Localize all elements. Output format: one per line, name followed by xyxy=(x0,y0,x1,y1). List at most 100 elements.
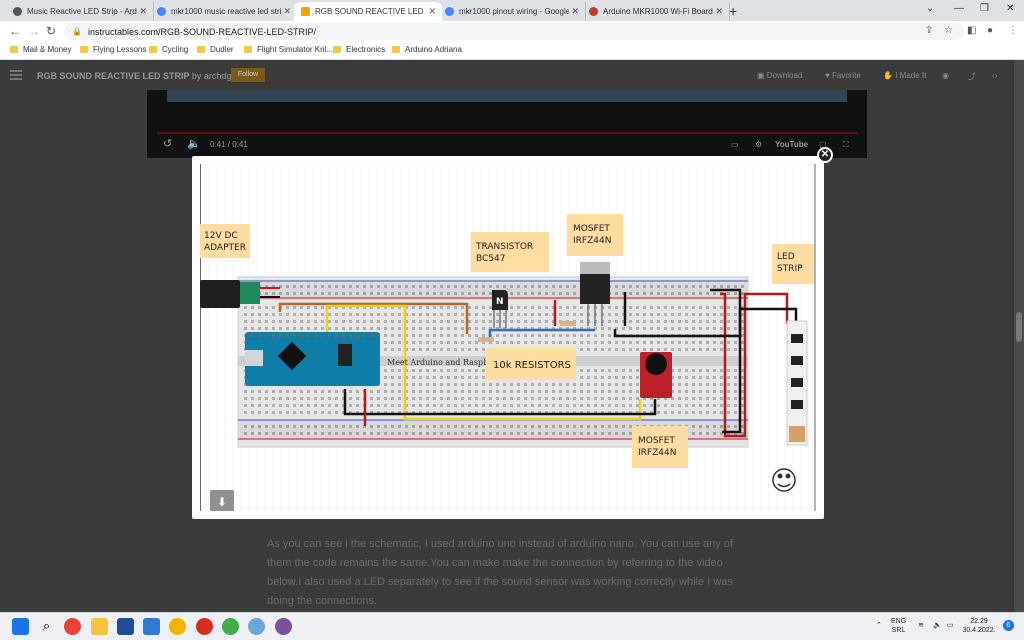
bookmark-label: Arduino Adriana xyxy=(405,45,462,54)
settings-icon[interactable]: ⚙ xyxy=(755,140,763,149)
address-bar[interactable]: 🔒 instructables.com/RGB-SOUND-REACTIVE-L… xyxy=(64,23,964,40)
download-button[interactable]: ▣ Download xyxy=(757,71,802,80)
bookmark-folder[interactable]: Flight Simulator Kril... xyxy=(244,45,333,54)
download-image-button[interactable]: ⬇ xyxy=(210,490,234,511)
site-logo xyxy=(772,468,796,492)
bookmark-label: Flight Simulator Kril... xyxy=(257,45,334,54)
youtube-logo[interactable]: YouTube xyxy=(775,140,809,149)
close-tab-icon[interactable]: ✕ xyxy=(571,6,579,16)
browser-tab[interactable]: Arduino MKR1000 Wi-Fi Board P ✕ xyxy=(582,2,730,21)
project-title: RGB SOUND REACTIVE LED STRIP by archdg14 xyxy=(37,71,241,81)
show-hidden-icons[interactable]: ⌃ xyxy=(876,622,882,629)
i-made-it-button[interactable]: ✋ I Made It xyxy=(883,71,926,80)
hand-icon: ✋ xyxy=(883,71,893,80)
minimize-icon[interactable]: — xyxy=(954,3,964,14)
bookmark-folder[interactable]: Cycling xyxy=(149,45,188,54)
page-scrollbar[interactable] xyxy=(1014,60,1024,612)
fullscreen-icon[interactable]: ⛶ xyxy=(843,140,849,149)
close-tab-icon[interactable]: ✕ xyxy=(283,6,291,16)
wiring-diagram: Meet Arduino and Raspberry Pi N xyxy=(200,164,816,511)
download-icon: ⬇ xyxy=(216,495,228,509)
clock-time: 22:29 xyxy=(970,618,988,625)
miniplayer-icon[interactable]: ▢ xyxy=(819,140,827,149)
mail-icon[interactable] xyxy=(143,618,160,635)
clock-date: 30.4.2022. xyxy=(962,627,996,634)
globe-icon[interactable] xyxy=(248,618,265,635)
scrollbar-thumb[interactable] xyxy=(1016,312,1022,342)
browser-tab[interactable]: Music Reactive LED Strip - Arduino ✕ xyxy=(6,2,154,21)
forward-icon[interactable]: → xyxy=(28,24,40,38)
search-icon[interactable]: ⌕ xyxy=(42,618,51,633)
follow-button[interactable]: Follow xyxy=(231,68,265,82)
volume-icon[interactable]: 🔈 xyxy=(187,138,201,150)
label-line: TRANSISTOR xyxy=(475,242,533,252)
bookmark-folder[interactable]: Mail & Money xyxy=(10,45,71,54)
label-mosfet-top: MOSFET IRFZ44N xyxy=(567,214,623,256)
menu-icon[interactable]: ⋮ xyxy=(1008,25,1018,36)
battery-icon[interactable]: ▭ xyxy=(947,622,954,629)
label-transistor: TRANSISTOR BC547 xyxy=(471,232,549,272)
bookmark-folder[interactable]: Arduino Adriana xyxy=(392,45,462,54)
chrome-icon[interactable] xyxy=(64,618,81,635)
article-paragraph: As you can see i the schematic, I used a… xyxy=(267,538,733,607)
file-explorer-icon[interactable] xyxy=(91,618,108,635)
browser-tab[interactable]: mkr1000 pinout wiring - Google ✕ xyxy=(438,2,586,21)
notification-badge[interactable]: 6 xyxy=(1003,620,1014,631)
start-button[interactable] xyxy=(12,618,29,635)
label-line: LED xyxy=(777,252,795,262)
folder-icon xyxy=(149,46,157,53)
collapse-icon[interactable]: ‹› xyxy=(992,71,998,80)
torrent-icon[interactable] xyxy=(222,618,239,635)
tab-bar: Music Reactive LED Strip - Arduino ✕ mkr… xyxy=(0,0,1024,21)
video-frame xyxy=(167,90,847,102)
replay-icon[interactable]: ↺ xyxy=(163,138,173,150)
share-icon[interactable]: ⇪ xyxy=(925,25,934,36)
bookmark-folder[interactable]: Flying Lessons xyxy=(80,45,146,54)
close-tab-icon[interactable]: ✕ xyxy=(139,6,147,16)
tab-title: Music Reactive LED Strip - Arduino xyxy=(27,7,137,16)
bookmark-folder[interactable]: Dudler xyxy=(197,45,234,54)
label-mosfet-bottom: MOSFET IRFZ44N xyxy=(632,426,688,468)
bookmark-folder[interactable]: Electronics xyxy=(333,45,385,54)
opera-icon[interactable] xyxy=(196,618,213,635)
page-content: RGB SOUND REACTIVE LED STRIP by archdg14… xyxy=(0,60,1024,612)
browser-icon[interactable] xyxy=(169,618,186,635)
folder-icon xyxy=(333,46,341,53)
hamburger-menu-icon[interactable] xyxy=(10,70,22,80)
close-tab-icon[interactable]: ✕ xyxy=(428,6,436,16)
share-icon[interactable]: ⤴ xyxy=(968,72,976,81)
wifi-icon[interactable]: ≋ xyxy=(918,622,924,629)
volume-icon[interactable]: 🔈 xyxy=(933,622,942,629)
reload-icon[interactable]: ↻ xyxy=(46,24,57,38)
tab-search-icon[interactable]: ⌄ xyxy=(926,3,935,14)
restore-icon[interactable]: ❐ xyxy=(980,3,989,14)
svg-text:N: N xyxy=(496,297,504,307)
side-panel-icon[interactable]: ◧ xyxy=(967,25,977,36)
video-player[interactable]: ↺ 🔈 0:41 / 0:41 ▭ ⚙ YouTube ▢ ⛶ xyxy=(147,90,867,158)
viber-icon[interactable] xyxy=(275,618,292,635)
profile-icon[interactable]: ● xyxy=(987,25,994,36)
captions-icon[interactable]: ▭ xyxy=(731,140,739,149)
close-tab-icon[interactable]: ✕ xyxy=(715,6,723,16)
clock[interactable]: 22:29 30.4.2022. xyxy=(961,617,997,635)
bookmark-label: Electronics xyxy=(346,45,386,54)
arduino-nano xyxy=(245,332,380,386)
back-icon[interactable]: ← xyxy=(9,24,21,38)
language-indicator[interactable]: ENG SRL xyxy=(891,617,906,635)
tab-title: Arduino MKR1000 Wi-Fi Board P xyxy=(603,7,713,16)
new-tab-button[interactable]: + xyxy=(729,3,738,19)
close-lightbox-button[interactable]: ✕ xyxy=(817,147,833,163)
browser-tab[interactable]: mkr1000 music reactive led strip ✕ xyxy=(150,2,298,21)
comments-icon[interactable]: ◉ xyxy=(942,71,949,80)
browser-tab-active[interactable]: RGB SOUND REACTIVE LED STRIP ✕ xyxy=(294,2,442,21)
favorite-button[interactable]: ♥ Favorite xyxy=(825,71,861,80)
bookmark-star-icon[interactable]: ☆ xyxy=(944,25,953,36)
download-label: Download xyxy=(766,71,803,80)
store-icon[interactable] xyxy=(117,618,134,635)
google-icon xyxy=(157,7,166,16)
tab-title: RGB SOUND REACTIVE LED STRIP xyxy=(315,7,425,16)
close-window-icon[interactable]: ✕ xyxy=(1006,3,1015,14)
author-link[interactable]: by archdg14 xyxy=(191,71,242,81)
video-progress-bar[interactable] xyxy=(157,132,857,134)
lang-primary: ENG xyxy=(891,618,907,625)
